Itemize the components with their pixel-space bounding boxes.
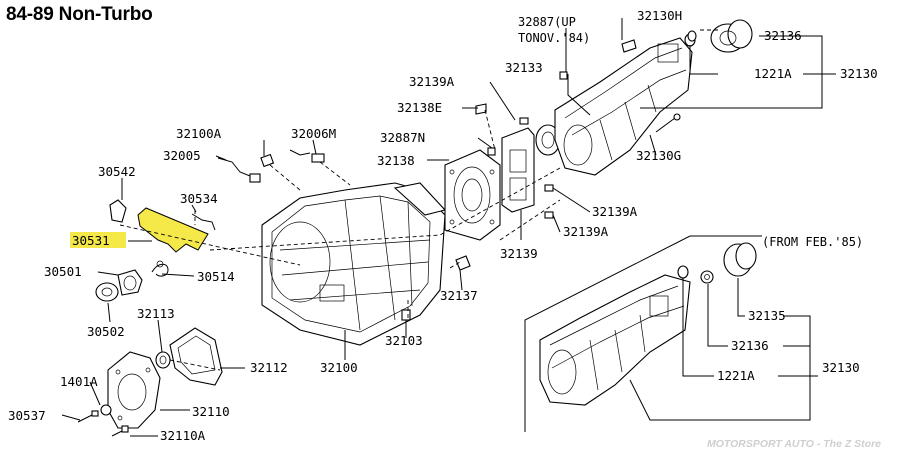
plug-1221a-bottom[interactable] (677, 265, 689, 279)
withdrawal-lever-30531[interactable] (137, 207, 209, 253)
seal-32136-bottom[interactable] (700, 270, 714, 284)
adapter-plate-32138[interactable] (444, 149, 501, 241)
label-32113: 32113 (137, 306, 175, 321)
rear-extension-32130-bottom[interactable] (539, 274, 691, 406)
rear-extension-32130-top[interactable] (554, 33, 696, 176)
diagram-title: 84-89 Non-Turbo (6, 4, 153, 25)
label-30501: 30501 (44, 264, 82, 279)
plug-32103[interactable] (401, 309, 411, 321)
seal-32113[interactable] (155, 351, 171, 369)
label-32130-top: 32130 (840, 66, 878, 81)
label-32139: 32139 (500, 246, 538, 261)
label-32130g: 32130G (636, 148, 681, 163)
label-32138: 32138 (377, 153, 415, 168)
transmission-case-32100[interactable] (261, 182, 447, 346)
label-32100a: 32100A (176, 126, 222, 141)
bolt-32130g[interactable] (655, 113, 681, 133)
breather-32138e[interactable] (475, 103, 487, 115)
plug-32130h[interactable] (621, 39, 637, 53)
gasket-32112[interactable] (169, 327, 223, 386)
bolt-32139a-lower[interactable] (544, 211, 554, 219)
label-32138e: 32138E (397, 100, 442, 115)
alignment-lines (119, 29, 720, 371)
note-from-feb-85: (FROM FEB.'85) (762, 235, 863, 249)
label-32110: 32110 (192, 404, 230, 419)
label-32137: 32137 (440, 288, 478, 303)
label-32139a-2: 32139A (592, 204, 638, 219)
label-30502: 30502 (87, 324, 125, 339)
switch-32100a[interactable] (260, 153, 275, 168)
bolt-32139a-top[interactable] (519, 117, 529, 125)
label-32887n: 32887N (380, 130, 425, 145)
note-up-to: 32887(UP (518, 15, 576, 29)
bolt-1401a[interactable] (100, 404, 112, 416)
dust-boot-30542[interactable] (109, 199, 127, 223)
label-32136-top: 32136 (764, 28, 802, 43)
label-30531: 30531 (72, 233, 110, 248)
label-32133: 32133 (505, 60, 543, 75)
label-30514: 30514 (197, 269, 235, 284)
label-1401a: 1401A (60, 374, 98, 389)
label-32130-bottom: 32130 (822, 360, 860, 375)
leader-lines (61, 18, 836, 437)
label-32100: 32100 (320, 360, 358, 375)
bearing-sleeve-30501[interactable] (117, 269, 143, 296)
switch-32005[interactable] (217, 157, 261, 183)
label-32139a-1: 32139A (409, 74, 455, 89)
label-1221a-bottom: 1221A (717, 368, 755, 383)
spring-30534[interactable] (191, 213, 216, 231)
label-32136-bottom: 32136 (731, 338, 769, 353)
label-32110a: 32110A (160, 428, 206, 443)
rear-seal-32136-top[interactable] (710, 19, 753, 53)
label-32135: 32135 (748, 308, 786, 323)
release-bearing-30502[interactable] (95, 282, 119, 302)
plug-32137[interactable] (455, 255, 471, 271)
front-cover-32110[interactable] (107, 351, 161, 429)
gasket-32139[interactable] (501, 127, 535, 213)
label-32103: 32103 (385, 333, 423, 348)
label-32139a-3: 32139A (563, 224, 609, 239)
label-30534: 30534 (180, 191, 218, 206)
label-32005: 32005 (163, 148, 201, 163)
note-up-to-date: TONOV.'84) (518, 31, 590, 45)
label-32006m: 32006M (291, 126, 336, 141)
plug-1221a-top[interactable] (687, 30, 697, 42)
pin-32887n[interactable] (487, 147, 496, 156)
label-1221a-top: 1221A (754, 66, 792, 81)
bushing-32135[interactable] (723, 242, 757, 277)
bolt-32139a[interactable] (544, 184, 554, 192)
highlight-30531: 30531 (70, 232, 126, 248)
pin-32887-up[interactable] (559, 71, 568, 80)
bolt-30537[interactable] (77, 410, 99, 423)
part-labels: 32887(UP TONOV.'84) 32130H 32136 32133 1… (8, 8, 878, 443)
bolt-32110a[interactable] (111, 425, 129, 437)
group-bracket (524, 235, 762, 432)
watermark: MOTORSPORT AUTO - The Z Store (706, 438, 881, 450)
label-32112: 32112 (250, 360, 288, 375)
label-30542: 30542 (98, 164, 136, 179)
label-30537: 30537 (8, 408, 46, 423)
sensor-32006m[interactable] (289, 149, 325, 163)
label-32130h: 32130H (637, 8, 682, 23)
clip-30514[interactable] (151, 260, 169, 277)
